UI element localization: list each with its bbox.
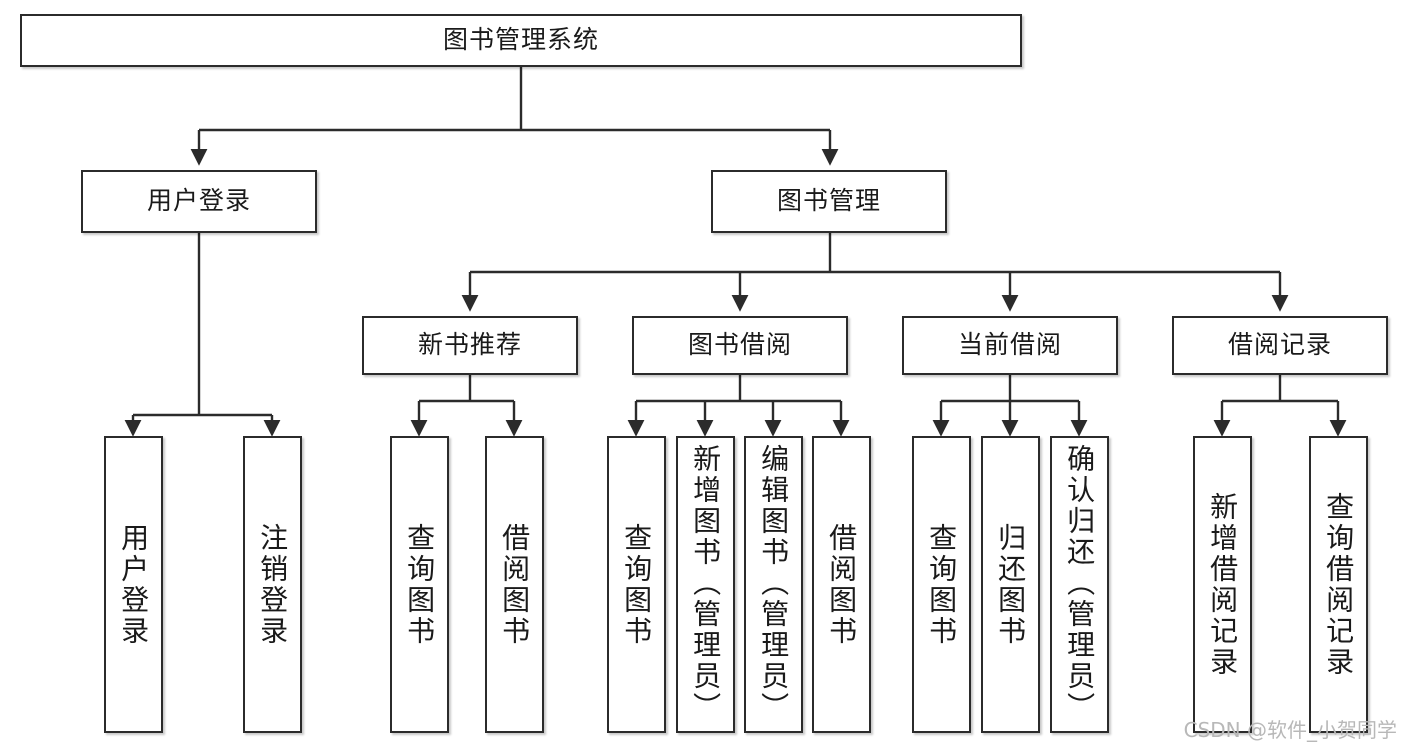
leaf-add-book-label: 新增图书（管理员）	[689, 444, 723, 723]
leaf-logout-label: 注销登录	[256, 522, 290, 647]
leaf-confirm-return-label: 确认归还（管理员）	[1063, 444, 1097, 723]
leaf-edit-book[interactable]: 编辑图书（管理员）	[744, 436, 803, 733]
leaf-borrow-book-2-label: 借阅图书	[825, 522, 859, 647]
leaf-query-record-label: 查询借阅记录	[1322, 491, 1356, 678]
leaf-query-book-3[interactable]: 查询图书	[912, 436, 971, 733]
leaf-query-book-3-label: 查询图书	[925, 522, 959, 647]
node-book-borrow-label: 图书借阅	[687, 330, 792, 360]
node-new-book-recommend[interactable]: 新书推荐	[362, 316, 578, 375]
leaf-query-book-2[interactable]: 查询图书	[607, 436, 666, 733]
leaf-user-login[interactable]: 用户登录	[104, 436, 163, 733]
node-borrow-record[interactable]: 借阅记录	[1172, 316, 1388, 375]
leaf-add-record-label: 新增借阅记录	[1206, 491, 1240, 678]
leaf-borrow-book-2[interactable]: 借阅图书	[812, 436, 871, 733]
leaf-return-book[interactable]: 归还图书	[981, 436, 1040, 733]
node-user-login-label: 用户登录	[146, 186, 251, 216]
leaf-logout[interactable]: 注销登录	[243, 436, 302, 733]
node-current-borrow[interactable]: 当前借阅	[902, 316, 1118, 375]
node-current-borrow-label: 当前借阅	[957, 330, 1062, 360]
node-borrow-record-label: 借阅记录	[1227, 330, 1332, 360]
leaf-query-book-1-label: 查询图书	[403, 522, 437, 647]
leaf-return-book-label: 归还图书	[994, 522, 1028, 647]
node-book-borrow[interactable]: 图书借阅	[632, 316, 848, 375]
watermark: CSDN @软件_小贺同学	[1183, 718, 1397, 742]
leaf-edit-book-label: 编辑图书（管理员）	[757, 444, 791, 723]
leaf-query-book-2-label: 查询图书	[620, 522, 654, 647]
leaf-borrow-book-1[interactable]: 借阅图书	[485, 436, 544, 733]
node-root[interactable]: 图书管理系统	[20, 14, 1022, 67]
leaf-add-book[interactable]: 新增图书（管理员）	[676, 436, 735, 733]
node-new-book-recommend-label: 新书推荐	[417, 330, 522, 360]
leaf-user-login-label: 用户登录	[117, 522, 151, 647]
node-book-manage[interactable]: 图书管理	[711, 170, 947, 233]
leaf-add-record[interactable]: 新增借阅记录	[1193, 436, 1252, 733]
leaf-query-record[interactable]: 查询借阅记录	[1309, 436, 1368, 733]
node-book-manage-label: 图书管理	[776, 186, 881, 216]
node-user-login[interactable]: 用户登录	[81, 170, 317, 233]
leaf-confirm-return[interactable]: 确认归还（管理员）	[1050, 436, 1109, 733]
node-root-label: 图书管理系统	[442, 25, 599, 55]
leaf-borrow-book-1-label: 借阅图书	[498, 522, 532, 647]
leaf-query-book-1[interactable]: 查询图书	[390, 436, 449, 733]
